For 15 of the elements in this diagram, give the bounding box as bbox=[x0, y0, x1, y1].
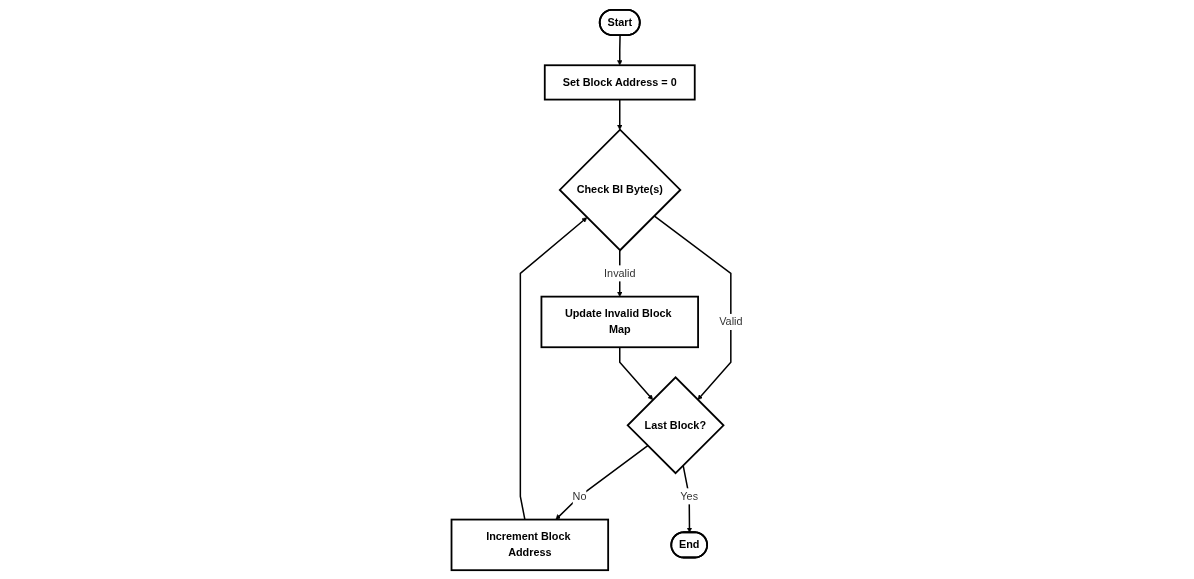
arrow bbox=[555, 444, 649, 520]
node-diamond: Last Block? bbox=[626, 375, 725, 474]
edge-label: Invalid bbox=[604, 266, 636, 279]
edge-label: Yes bbox=[680, 489, 699, 502]
edge-label: No bbox=[572, 489, 587, 502]
node-box: Set Block Address = 0 bbox=[543, 63, 696, 100]
node-diamond: Check BI Byte(s) bbox=[558, 127, 682, 251]
arrow bbox=[519, 216, 588, 520]
arrow bbox=[619, 346, 654, 400]
edge-label: Valid bbox=[719, 315, 743, 328]
arrow bbox=[617, 34, 623, 65]
node-box: Increment Block Address bbox=[450, 518, 610, 571]
node-box: Update Invalid Block Map bbox=[540, 295, 699, 348]
arrow bbox=[653, 214, 732, 400]
arrow bbox=[617, 98, 623, 130]
